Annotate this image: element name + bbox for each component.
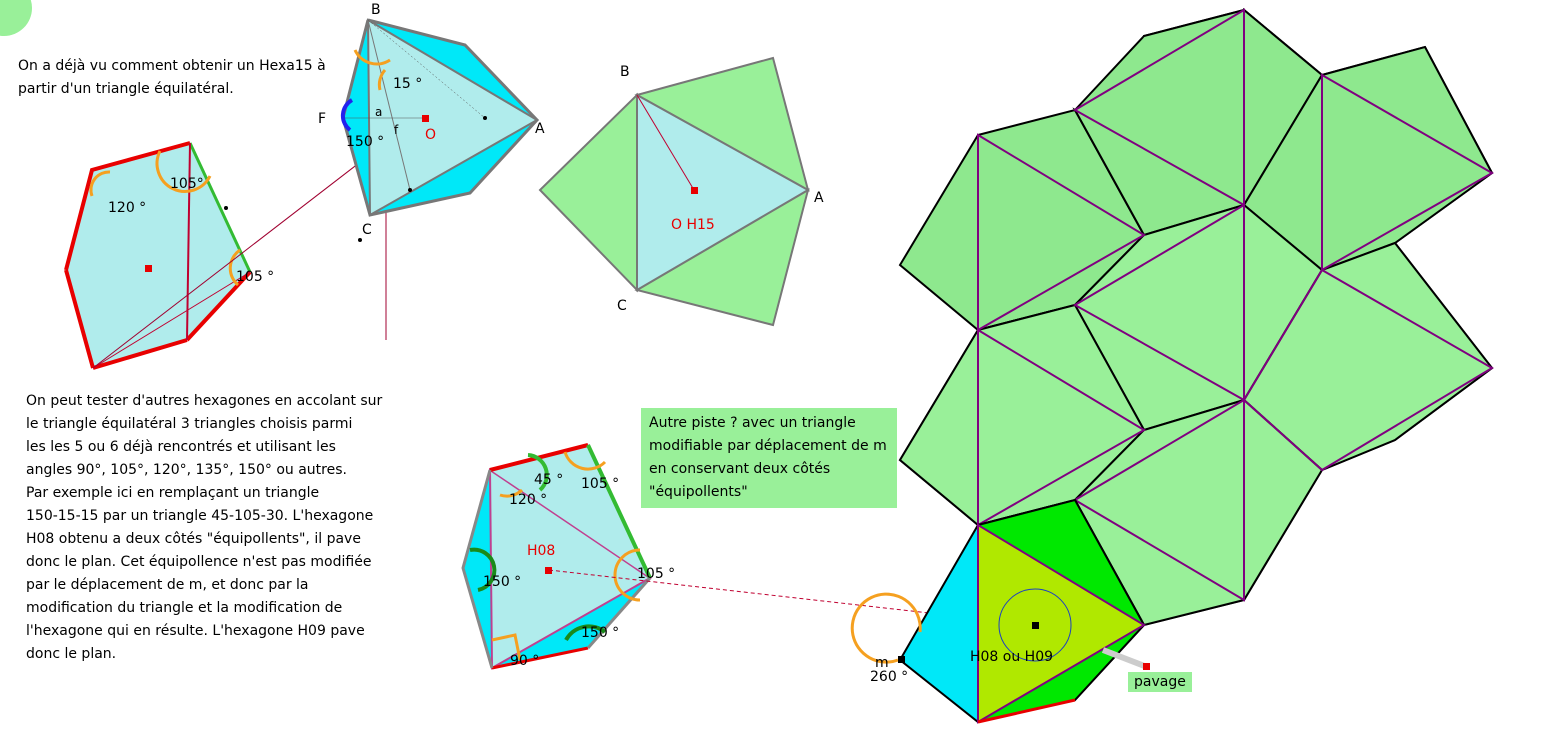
h08-angle-105a: 105 ° bbox=[581, 476, 619, 492]
intro-text: On a déjà vu comment obtenir un Hexa15 à… bbox=[18, 58, 326, 97]
point-B2: B bbox=[620, 64, 630, 80]
h08-angle-105b: 105 ° bbox=[637, 566, 675, 582]
h08-angle-150b: 150 ° bbox=[581, 625, 619, 641]
point-F: F bbox=[318, 111, 326, 127]
h08-angle-90: 90 ° bbox=[510, 653, 539, 669]
link-arrow-1 bbox=[92, 142, 386, 369]
h08-angle-120: 120 ° bbox=[509, 492, 547, 508]
h15-figure bbox=[538, 56, 811, 327]
label-h08-h09: H08 ou H09 bbox=[970, 649, 1053, 665]
note-box: Autre piste ? avec un triangle modifiabl… bbox=[641, 408, 897, 508]
hexa15-pentagon bbox=[340, 18, 540, 242]
label-150: 150 ° bbox=[346, 134, 384, 150]
hexagon-hexa15-left bbox=[64, 141, 252, 370]
point-a: a bbox=[375, 105, 382, 119]
body-text: On peut tester d'autres hexagones en acc… bbox=[26, 393, 383, 662]
point-O: O bbox=[425, 127, 436, 143]
pavage-label[interactable]: pavage bbox=[1128, 672, 1192, 692]
h08-angle-150a: 150 ° bbox=[483, 574, 521, 590]
label-105b: 105 ° bbox=[236, 269, 274, 285]
point-A2: A bbox=[814, 190, 824, 206]
label-105a: 105° bbox=[170, 176, 204, 192]
point-f: f bbox=[394, 123, 399, 137]
point-B: B bbox=[371, 2, 381, 18]
label-h08: H08 bbox=[527, 543, 555, 559]
labels: 120 ° 105° 105 ° 15 ° 150 ° B A C F O a … bbox=[108, 2, 1053, 685]
tiling bbox=[850, 7, 1495, 724]
point-C2: C bbox=[617, 298, 627, 314]
point-m: m bbox=[875, 655, 889, 671]
label-120: 120 ° bbox=[108, 200, 146, 216]
label-15: 15 ° bbox=[393, 76, 422, 92]
h08-hexagon bbox=[461, 443, 652, 670]
label-o-h15: O H15 bbox=[671, 217, 715, 233]
h08-angle-45: 45 ° bbox=[534, 472, 563, 488]
label-260: 260 ° bbox=[870, 669, 908, 685]
point-C: C bbox=[362, 222, 372, 238]
corner-circle bbox=[0, 0, 32, 36]
point-A: A bbox=[535, 121, 545, 137]
